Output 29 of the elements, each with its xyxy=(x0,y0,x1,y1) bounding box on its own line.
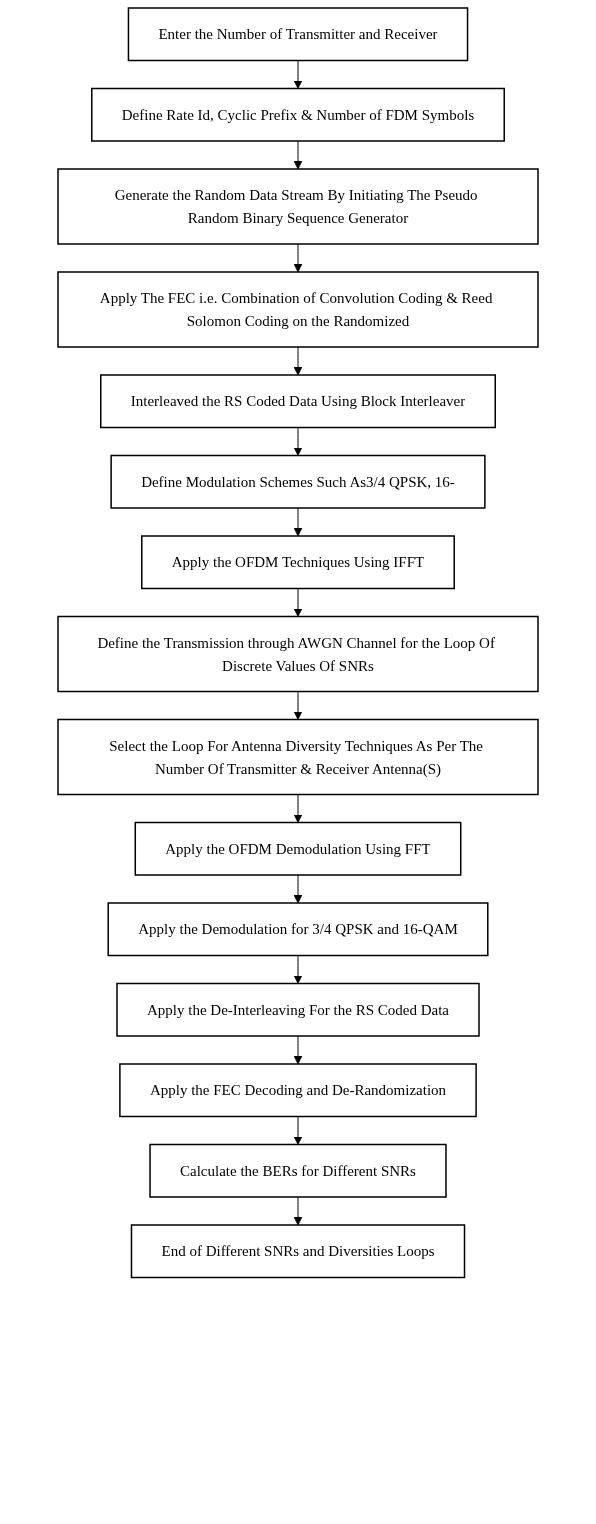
arrow xyxy=(293,60,303,89)
node-box: Interleaved the RS Coded Data Using Block Interleaver xyxy=(100,374,496,429)
node-box: Select the Loop For Antenna Diversity Techniques As Per The Number Of Transmitter & Receiver Antenna(S) xyxy=(57,718,539,796)
node-box: Define the Transmission through AWGN Channel for the Loop Of Discrete Values Of SNRs xyxy=(57,615,539,693)
arrow xyxy=(293,1116,303,1145)
node-box: Apply the De-Interleaving For the RS Coded Data xyxy=(116,982,480,1037)
arrow xyxy=(293,955,303,984)
node-box: Define Modulation Schemes Such As3/4 QPSK, 16- xyxy=(110,454,486,509)
arrow xyxy=(293,588,303,617)
node-box: Apply the OFDM Techniques Using IFFT xyxy=(141,535,455,590)
arrow xyxy=(293,427,303,456)
node-box: Define Rate Id, Cyclic Prefix & Number of FDM Symbols xyxy=(91,87,505,142)
node-box: Apply The FEC i.e. Combination of Convolution Coding & Reed Solomon Coding on the Randomized xyxy=(57,271,539,348)
arrow xyxy=(293,794,303,823)
node-box: Generate the Random Data Stream By Initiating The Pseudo Random Binary Sequence Generator xyxy=(57,168,539,245)
arrow xyxy=(293,874,303,904)
arrow xyxy=(293,1035,303,1065)
node-box: Apply the Demodulation for 3/4 QPSK and 16-QAM xyxy=(107,902,489,957)
arrow xyxy=(293,346,303,376)
arrow xyxy=(293,507,303,537)
node-box: Enter the Number of Transmitter and Receiver xyxy=(127,7,469,62)
node-box: Calculate the BERs for Different SNRs xyxy=(149,1143,447,1198)
arrow xyxy=(293,243,303,273)
node-box: Apply the FEC Decoding and De-Randomization xyxy=(119,1063,477,1118)
arrow xyxy=(293,140,303,170)
arrow xyxy=(293,691,303,720)
node-box: Apply the OFDM Demodulation Using FFT xyxy=(134,821,462,876)
node-box: End of Different SNRs and Diversities Loops xyxy=(130,1224,466,1279)
arrow xyxy=(293,1196,303,1226)
